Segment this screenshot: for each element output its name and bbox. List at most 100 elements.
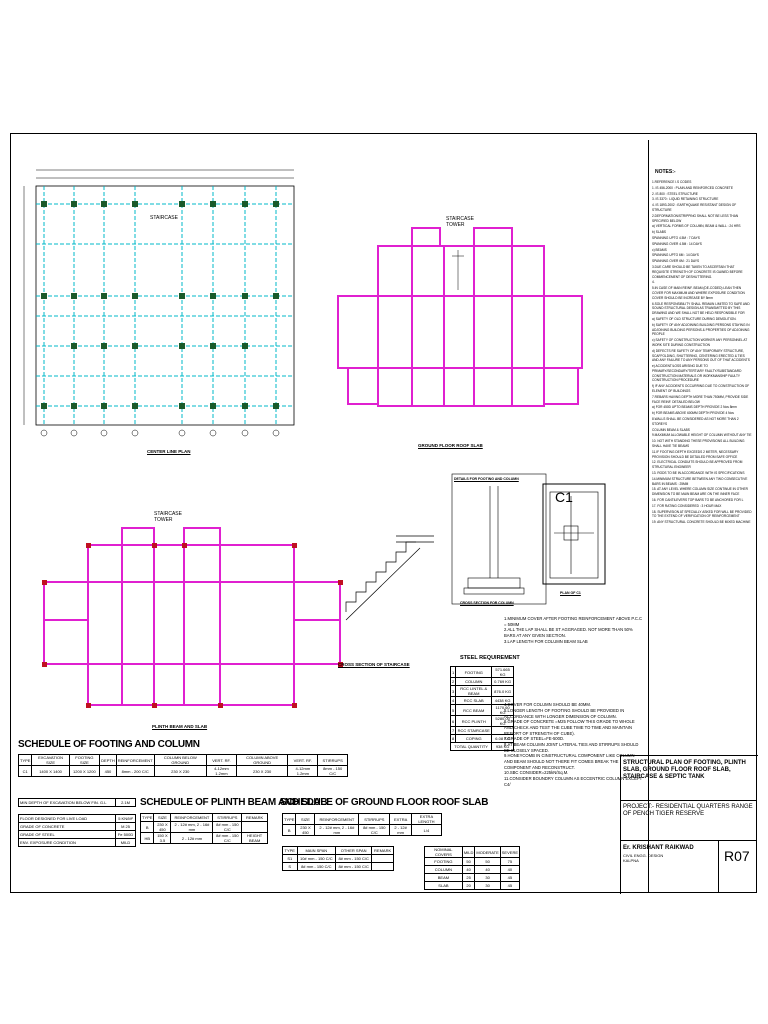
cell: 40 — [461, 865, 476, 874]
note-item: e) ACCIDENT/LOSS ARISING DUE TO PRIMARY/… — [652, 364, 742, 383]
cell: FLOOR DESIGNED FOR LIVE LOAD — [17, 814, 117, 823]
cell: RCC LINTEL & BEAM — [455, 685, 493, 697]
center-line-plan — [23, 169, 295, 437]
column-header: TYPE — [139, 813, 155, 822]
cell: 8# mm - 150 C/C — [212, 832, 243, 844]
cell: C1 — [17, 765, 33, 777]
cell: 8mm - 200 C/C — [115, 765, 155, 777]
divider — [620, 800, 757, 801]
column-header: DEPTH — [99, 754, 117, 766]
cell: RCC SLAB — [455, 696, 493, 705]
cell: 4438 KG — [491, 696, 514, 705]
column-header: REINFORCEMENT — [170, 813, 214, 822]
cell: 0.769 KG — [491, 677, 514, 686]
plinth-column-markers — [42, 543, 343, 708]
notes-title: NOTES:- — [655, 169, 676, 175]
note-item: 18. SUPERVISION AT SPECIALLY ASKED FOR W… — [652, 509, 752, 519]
cell: 450 — [99, 765, 117, 777]
table-row — [19, 807, 136, 815]
note-item: 2. IS 800 : STEEL STRUCTURE — [652, 191, 698, 196]
cell: M 25 — [115, 822, 136, 831]
cell: HB — [139, 832, 155, 844]
title-block — [648, 140, 757, 892]
cell: GRADE OF CONCRETE — [17, 822, 117, 831]
cell: FOOTING — [455, 666, 493, 678]
cell: RCC BEAM — [455, 704, 493, 716]
column-header: TYPE — [281, 813, 297, 825]
column-header: COLUMN BELOW GROUND — [153, 754, 207, 766]
cell: 20 — [461, 881, 476, 890]
cell: 150 X 3.5 — [153, 832, 172, 844]
cell: GRADE OF STEEL — [17, 830, 117, 839]
divider — [718, 840, 719, 893]
column-header: EXTRA — [389, 813, 412, 825]
staircase-section — [345, 535, 434, 621]
note-item: a) VERTICAL FORMS OF COLUMN, BEAM & WALL… — [652, 224, 741, 229]
cell: 5 KN/M² — [115, 814, 136, 823]
cell: 8# mm - 150 C/C — [296, 862, 337, 871]
engineer-subtitle: CIVIL ENGG. DESIGN KALPNA — [623, 853, 664, 863]
note-item: 3. IS 3370 : LIQUID RETAINING STRUCTURE — [652, 197, 719, 202]
cell: 8# mm - 150 C/C — [335, 854, 373, 863]
note-item: COLUMN BEAM & SLABS — [652, 427, 690, 432]
cell: 75 — [499, 857, 521, 866]
remark-item: 5.LONGER LENGTH OF FOOTING SHOULD BE PRO… — [504, 708, 625, 719]
remark-item: 4.COVER FOR COLUMN SHOULD BE 40MM. — [504, 702, 592, 708]
note-item: b) SAFETY OF ANY ADJOINING BUILDING PERS… — [652, 322, 750, 337]
cell: 8# mm - 150 C/C — [358, 824, 391, 836]
cell: RCC PLINTH — [455, 715, 493, 727]
cell: COPING — [455, 734, 493, 743]
note-item: 15. AT ANY LEVEL WHERE COLUMN SIZE CONTI… — [652, 487, 748, 497]
column-header: TYPE — [282, 846, 298, 855]
column-header: STIRRUPS — [358, 813, 391, 825]
note-item: 3.DUE CARE SHOULD BE TAKEN TO ASCERTAIN … — [652, 264, 743, 279]
cell — [371, 862, 394, 871]
column-header: EXTRA LENGTH — [410, 813, 443, 825]
remarks-list: 1.MINIMUM COVER AFTER FOOTING REINFORCEM… — [504, 616, 644, 787]
cell: MIN DEPTH OF EXCAVATION BELOW FIN. G.L — [17, 798, 117, 807]
cell: 1400 X 1400 — [31, 765, 70, 777]
note-item: 8.WALLS SHALL BE CONSIDERED AS NOT MORE … — [652, 417, 739, 426]
column-header: MODERATE — [474, 846, 501, 858]
cell: 2 - 12# mm, 2 - 16# mm — [170, 821, 214, 833]
title-block-panel — [620, 755, 758, 894]
remark-item: 8.AT BEAM COLUMN JOINT LATERAL TIES AND … — [504, 742, 639, 753]
cell: 2 - 12# mm — [170, 832, 214, 844]
cell: 230 X 230 — [153, 765, 207, 777]
column-header: MILD — [461, 846, 476, 858]
cell: 230 X 230 — [235, 765, 289, 777]
note-item: 17. FOR RATING CONSIDERED : 3 HOUR MAX — [652, 503, 722, 508]
center-line-plan-caption: CENTER LINE PLAN — [147, 449, 191, 454]
column-header: EXCAVATION SIZE — [31, 754, 70, 766]
note-item: 10. NOT WITH STANDING THESE PROVISIONS A… — [652, 439, 745, 449]
note-item: 16. FOR CANTILEVERS TOP BARS TO BE ANCHO… — [652, 498, 744, 503]
cell: 5280.00 KG — [491, 715, 514, 727]
column-header: TYPE — [17, 754, 33, 766]
cell: 8mm - 150 C/C — [317, 765, 348, 777]
note-item: f) IF ANY ACCIDENTS OCCURRING DUE TO CON… — [652, 384, 750, 394]
plan-c1-detail — [542, 483, 606, 585]
note-item: 7.REBARS HAVING DEPTH MORE THAN 750MM, P… — [652, 394, 749, 404]
note-item: a) FOR 450D UPTO BEAMS DEPTH PROVIDE 2 N… — [652, 405, 737, 410]
cell: L/4 — [410, 824, 443, 836]
cell: 2.1M — [115, 798, 136, 807]
cell: HEIGHT BEAM — [241, 832, 268, 844]
